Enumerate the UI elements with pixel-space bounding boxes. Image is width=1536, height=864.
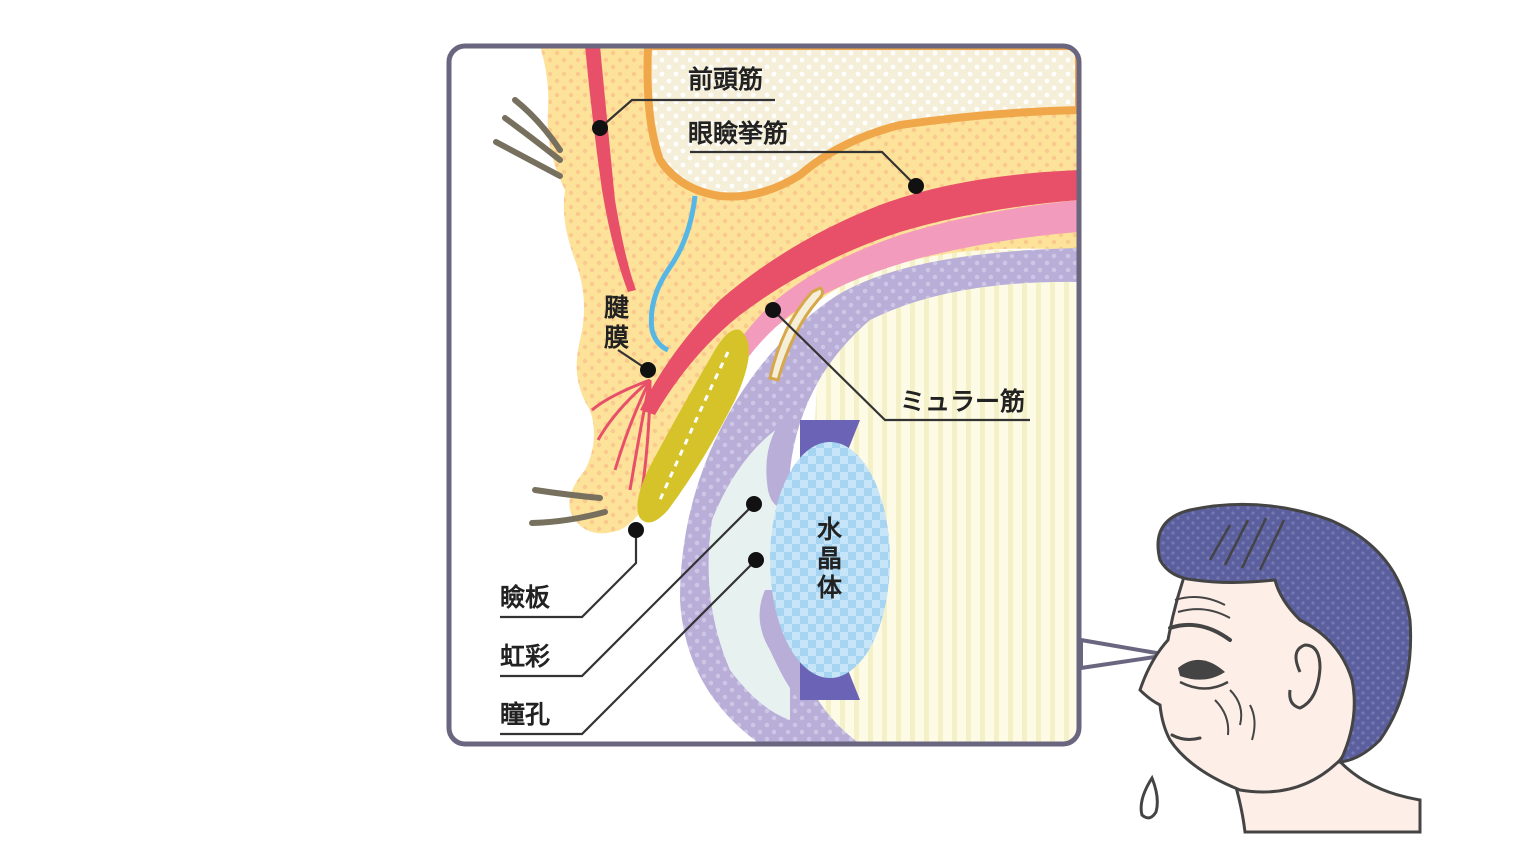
crystalline-lens xyxy=(770,442,890,678)
ear xyxy=(1288,643,1322,710)
leader-iris xyxy=(500,496,762,678)
leader-aponeurosis xyxy=(617,349,656,378)
label-tarsus: 瞼板 xyxy=(500,583,550,612)
label-lens-3: 体 xyxy=(817,573,843,602)
label-frontalis: 前頭筋 xyxy=(688,65,763,94)
label-levator: 眼瞼挙筋 xyxy=(688,119,788,148)
tarsus-shape xyxy=(637,329,749,523)
mouth xyxy=(1170,733,1202,741)
leader-frontalis xyxy=(592,98,775,136)
blue-vessel xyxy=(648,195,698,353)
callout-pointer xyxy=(1079,638,1170,670)
leader-pupil xyxy=(500,552,764,736)
man-illustration xyxy=(1138,502,1422,834)
upper-eyelashes xyxy=(493,97,563,179)
muller-muscle xyxy=(720,200,1079,376)
label-pupil: 瞳孔 xyxy=(500,700,550,729)
muller-tendon xyxy=(768,286,825,382)
drooping-eyelid xyxy=(1178,659,1225,680)
cheek-wrinkles xyxy=(1214,689,1256,741)
tarsus-gland xyxy=(658,351,730,501)
sweat-drop xyxy=(1139,774,1159,820)
label-aponeurosis-bottom: 膜 xyxy=(604,323,629,352)
levator-muscle xyxy=(640,170,1079,415)
label-lens-1: 水 xyxy=(817,515,843,544)
cross-section xyxy=(449,46,1079,744)
label-lens-2: 晶 xyxy=(817,544,842,573)
section-frame xyxy=(446,43,1082,747)
leader-muller xyxy=(765,302,1030,422)
orbital-fat xyxy=(643,46,1079,201)
eyebrow xyxy=(1168,622,1232,642)
label-aponeurosis-top: 腱 xyxy=(604,293,629,322)
leader-tarsus xyxy=(500,522,644,619)
lower-eyelashes xyxy=(529,487,608,526)
leader-levator xyxy=(690,150,924,194)
eye-bag xyxy=(1179,680,1229,690)
label-iris: 虹彩 xyxy=(500,642,550,671)
hair xyxy=(1156,502,1413,764)
label-muller: ミュラー筋 xyxy=(900,387,1025,416)
forehead-wrinkles xyxy=(1174,595,1231,619)
frontalis-muscle xyxy=(585,46,636,292)
hair-strands xyxy=(1208,517,1286,571)
